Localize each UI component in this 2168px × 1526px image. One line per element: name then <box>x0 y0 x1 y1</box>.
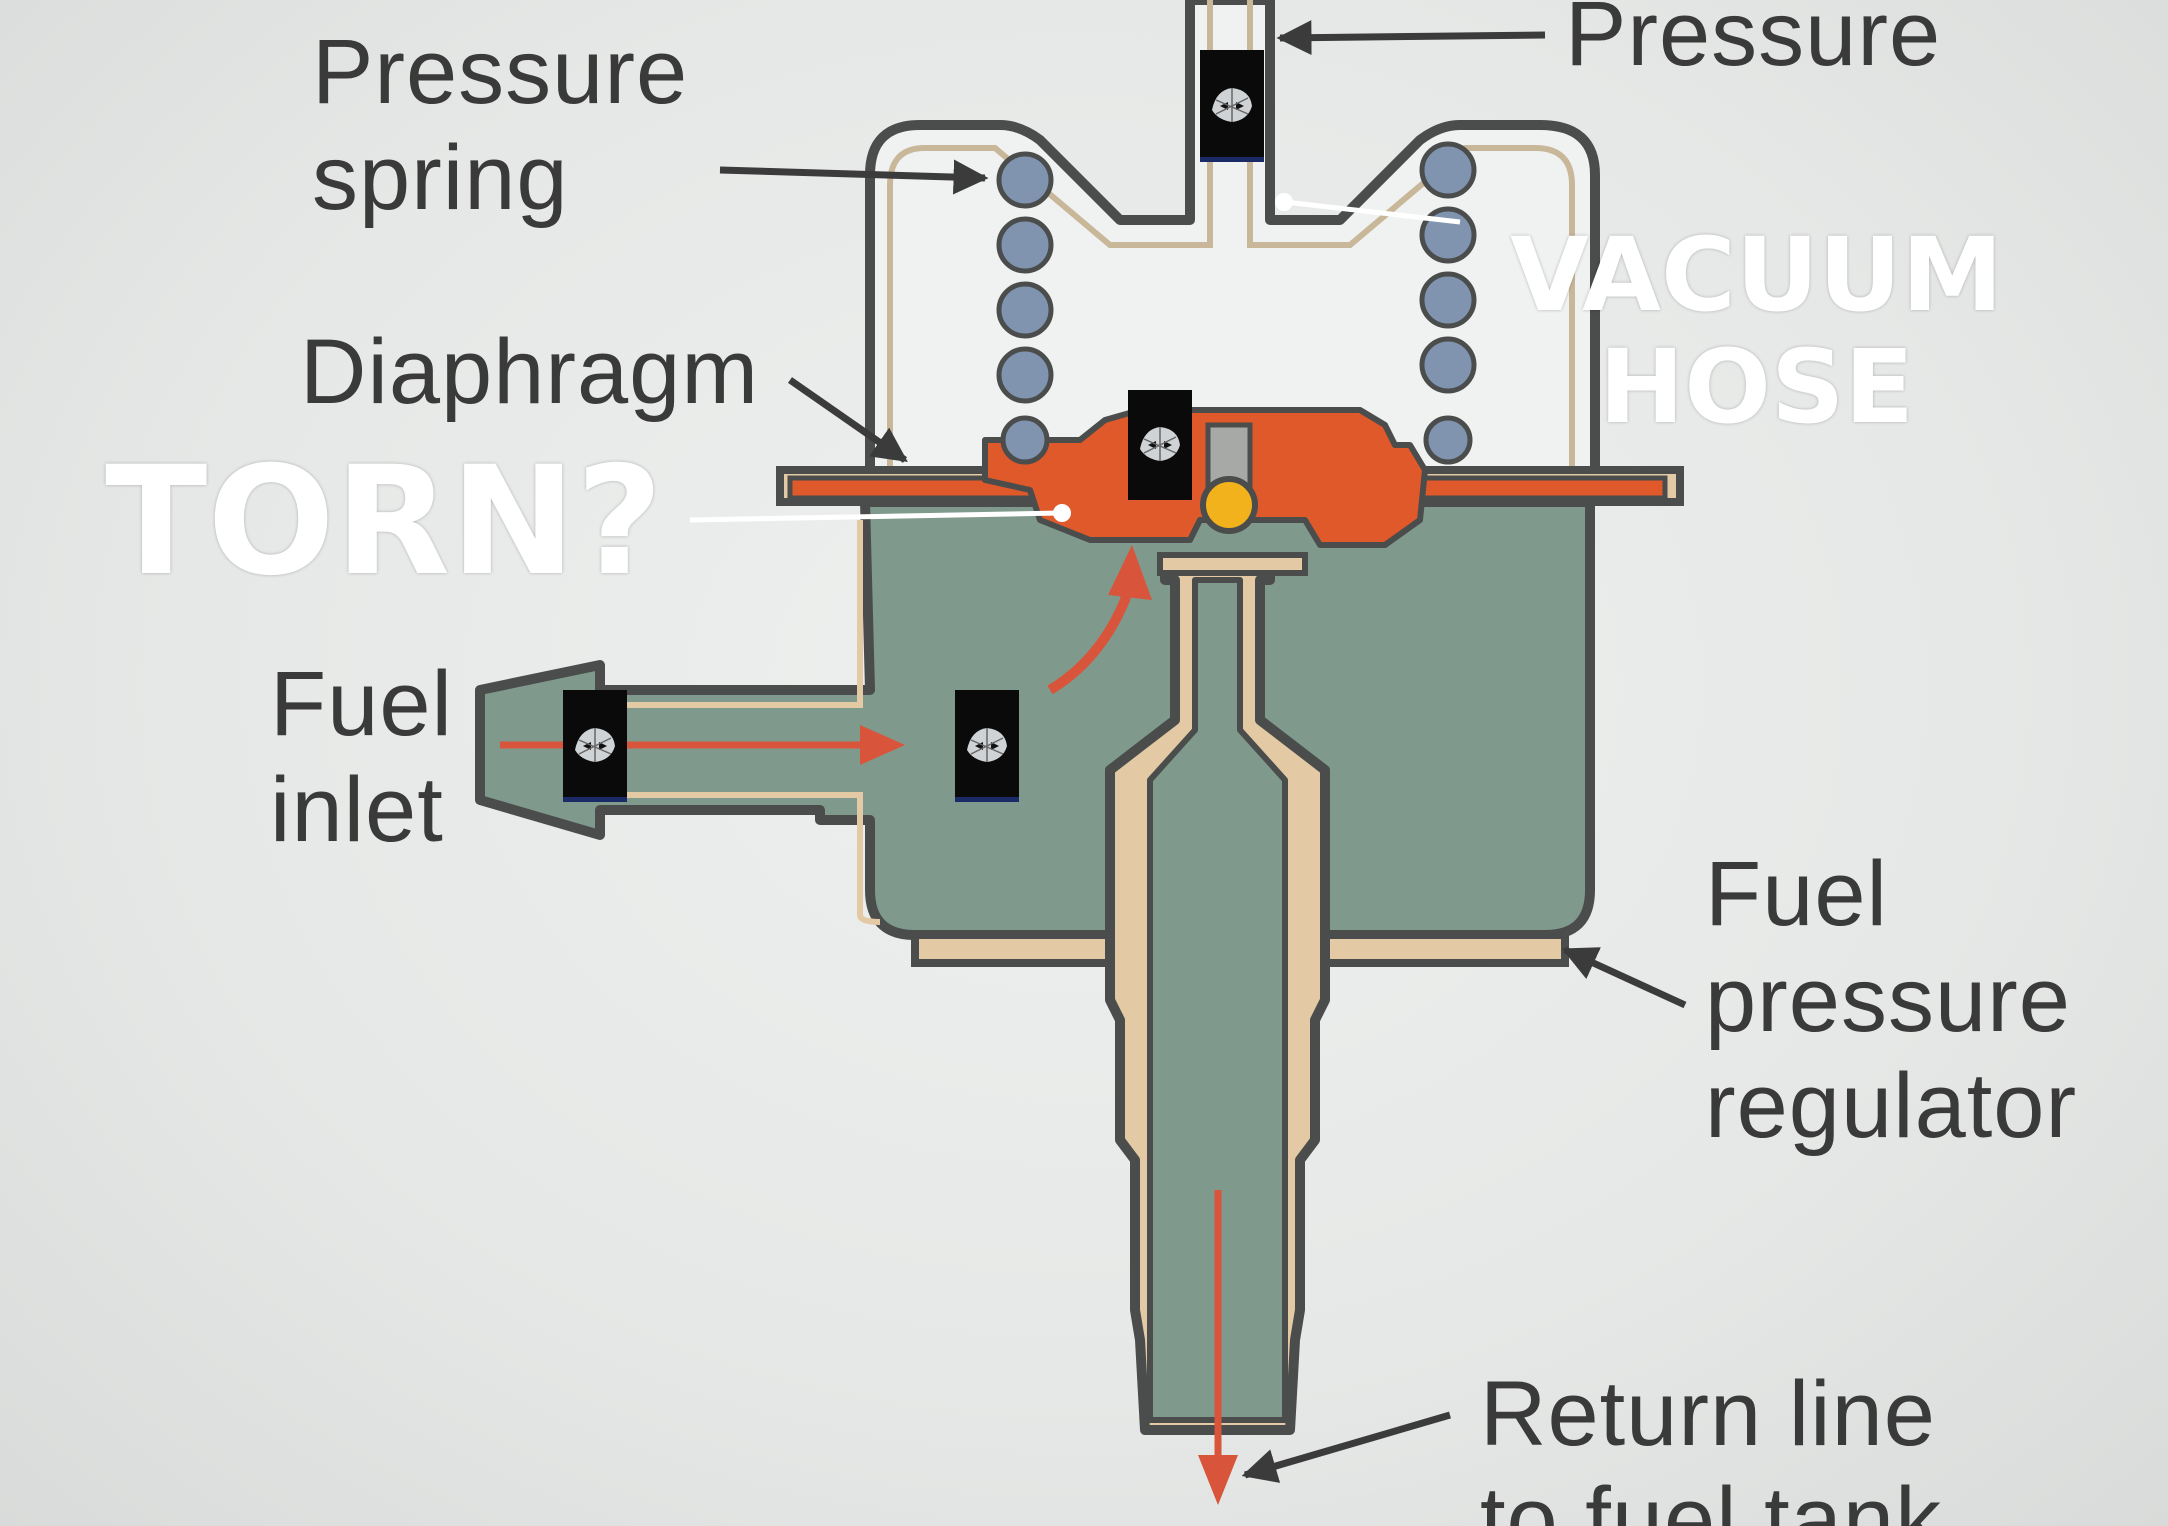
spiderman-thumbnail-icon <box>567 720 623 773</box>
overlay-vacuum-hose: VACUUM HOSE <box>1510 216 2003 448</box>
return-tube-bore <box>1147 577 1288 1423</box>
pressure-spring-left <box>996 151 1054 465</box>
spiderman-thumbnail-icon <box>959 720 1015 773</box>
inlet-wall-inner <box>600 520 881 925</box>
label-pressure-top: Pressure <box>1565 0 1942 85</box>
thumbnail-top <box>1200 50 1264 162</box>
fuel-flow-arrows <box>500 545 1238 1505</box>
callout-lines <box>689 193 1461 523</box>
thumbnail-diaphragm <box>1128 390 1192 500</box>
check-ball <box>1200 476 1258 534</box>
pressure-spring-right <box>1419 141 1477 465</box>
thumbnail-chamber <box>955 690 1019 802</box>
label-return-line: Return line to fuel tank <box>1480 1363 1943 1526</box>
upper-housing <box>865 0 1600 470</box>
valve-seat <box>1157 552 1308 576</box>
thumbnail-inlet <box>563 690 627 802</box>
label-fuel-pressure-regulator: Fuel pressure regulator <box>1705 843 2078 1157</box>
label-diaphragm: Diaphragm <box>300 321 759 423</box>
spiderman-thumbnail-icon <box>1132 419 1188 472</box>
overlay-torn: TORN? <box>105 435 663 609</box>
pointer-arrows <box>719 20 1687 1483</box>
label-fuel-inlet: Fuel inlet <box>270 653 453 861</box>
label-pressure-spring: Pressure spring <box>312 21 689 229</box>
spiderman-thumbnail-icon <box>1204 80 1260 133</box>
